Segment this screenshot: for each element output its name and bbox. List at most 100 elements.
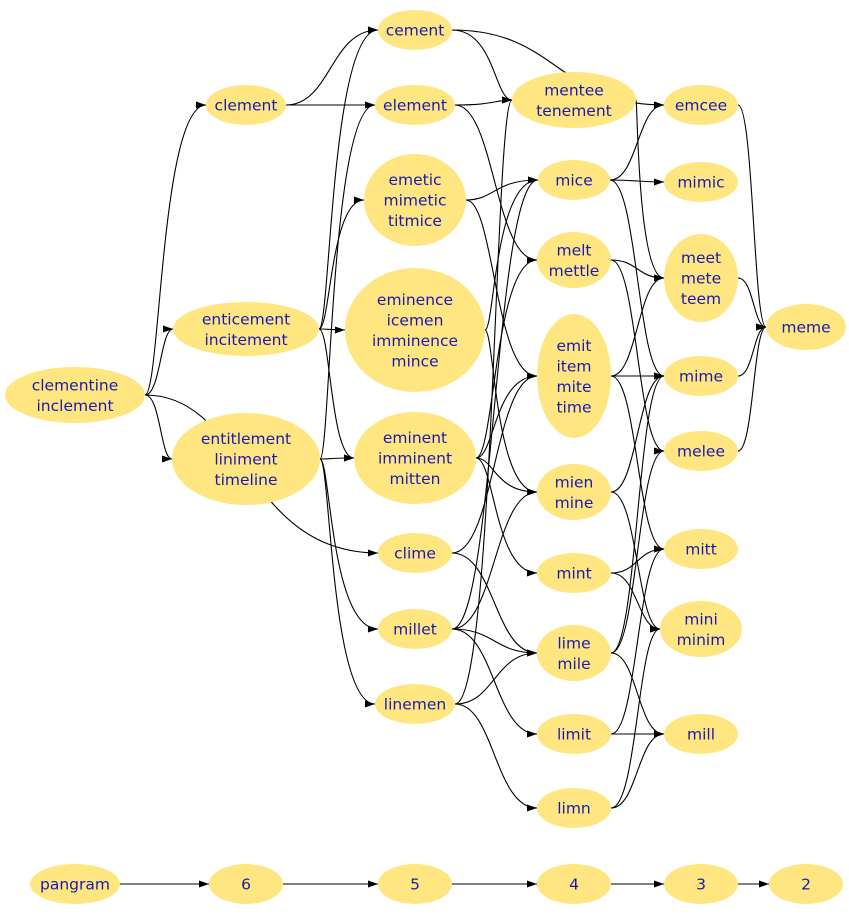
node-emcee: emcee: [664, 85, 738, 125]
node-label: mile: [557, 655, 590, 673]
node-label: linemen: [384, 696, 446, 714]
node-ellipse: [664, 431, 738, 471]
edge-line: [475, 256, 538, 459]
edge-lime-to-mill: [610, 652, 665, 738]
edge-eminent-to-mint: [475, 457, 538, 577]
node-ellipse: [173, 302, 319, 356]
node-label: melee: [677, 443, 725, 461]
edge-line: [610, 372, 665, 493]
edge-mice-to-mime: [609, 179, 665, 380]
edge-line: [454, 96, 513, 106]
edge-emetic-to-emit: [465, 199, 538, 380]
node-label: mini: [684, 610, 718, 628]
node-label: emcee: [675, 97, 727, 115]
edge-line: [635, 99, 665, 282]
node-label: liniment: [214, 451, 277, 469]
edge-entitlement-to-linemen: [319, 458, 376, 708]
node-label: limn: [557, 800, 591, 818]
node-ellipse: [30, 864, 120, 904]
node-label: clime: [394, 545, 436, 563]
edge-line: [451, 29, 513, 104]
node-label: mitten: [390, 470, 441, 488]
node-label: clementine: [32, 376, 119, 394]
node-label: element: [383, 97, 447, 115]
node-label: mimetic: [384, 192, 447, 210]
edge-line: [610, 259, 665, 455]
edge-line: [451, 552, 538, 657]
node-ellipse: [375, 684, 455, 724]
node-ellipse: [345, 268, 485, 392]
edge-mien-to-mini: [610, 491, 661, 633]
edge-line: [737, 323, 767, 377]
edge-emit-to-mitt: [610, 375, 665, 553]
edge-linemen-to-lime: [454, 649, 538, 705]
edge-lime-to-mime: [610, 372, 665, 654]
node-mitt: mitt: [664, 529, 738, 569]
node-ellipse: [537, 314, 611, 438]
node-ellipse: [537, 232, 611, 288]
edge-eminent-to-mien: [475, 457, 538, 496]
node-ellipse: [537, 553, 611, 593]
edge-clime-to-emit: [451, 372, 538, 554]
edge-clement-to-cement: [285, 26, 379, 106]
edge-clime-to-lime: [451, 552, 538, 657]
edge-line: [610, 274, 665, 377]
edge-emcee-to-meme: [737, 104, 767, 331]
edge-melee-to-meme: [737, 323, 767, 452]
node-ellipse: [375, 85, 455, 125]
node-label: tenement: [536, 102, 612, 120]
node-element: element: [375, 85, 455, 125]
node-ellipse: [209, 864, 283, 904]
edge-eminence-to-mien: [484, 329, 538, 496]
edge-line: [451, 488, 538, 630]
node-label: mettle: [549, 262, 600, 280]
edge-line: [454, 649, 538, 705]
edge-line: [451, 628, 538, 738]
node-label: incitement: [204, 331, 287, 349]
node-label: mitt: [685, 541, 717, 559]
edge-line: [609, 178, 665, 186]
node-label: imminent: [378, 450, 452, 468]
edge-line: [737, 323, 767, 452]
edge-line: [318, 26, 379, 330]
edge-line: [610, 652, 665, 738]
edge-line: [318, 196, 365, 330]
node-label: 6: [241, 876, 251, 894]
edge-enticement-to-cement: [318, 26, 379, 330]
node-clime: clime: [378, 533, 452, 573]
node-ellipse: [378, 609, 452, 649]
edge-line: [610, 491, 661, 633]
edge-line: [144, 394, 173, 463]
edge-limit-to-mitt: [610, 545, 665, 735]
edge-enticement-to-eminent: [318, 328, 355, 462]
edge-line: [610, 375, 665, 553]
node-ellipse: [664, 356, 738, 396]
edge-line: [737, 277, 767, 331]
node-label: mete: [681, 270, 721, 288]
node-mimic: mimic: [664, 162, 738, 202]
edge-line: [610, 572, 661, 633]
edge-emetic-to-mice: [465, 176, 539, 201]
node-ellipse: [5, 367, 145, 423]
node-label: mime: [679, 368, 723, 386]
edge-line: [610, 372, 665, 654]
node-n3: 3: [664, 864, 738, 904]
node-ellipse: [660, 601, 742, 657]
node-label: limit: [557, 726, 591, 744]
node-label: 5: [410, 876, 420, 894]
node-ellipse: [364, 154, 466, 246]
node-ellipse: [664, 529, 738, 569]
node-label: lime: [557, 634, 590, 652]
edge-line: [451, 176, 539, 630]
node-label: titmice: [388, 212, 442, 230]
edge-eminent-to-emit: [475, 372, 538, 459]
edge-limn-to-mill: [610, 730, 665, 809]
edge-enticement-to-eminence: [318, 326, 346, 334]
node-ellipse: [537, 464, 611, 520]
edge-line: [319, 454, 355, 462]
